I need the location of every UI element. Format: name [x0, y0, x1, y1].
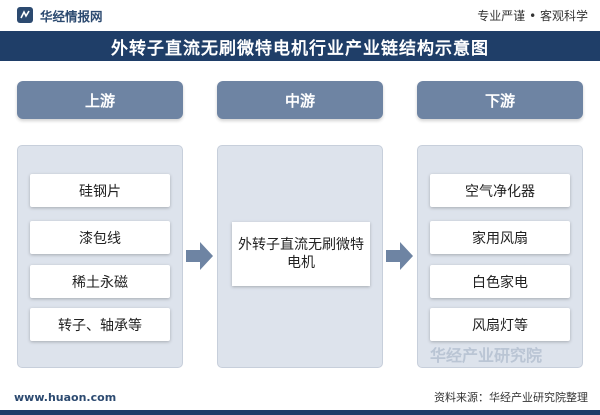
stage-header-downstream: 下游	[417, 81, 583, 119]
footer-divider	[0, 410, 600, 415]
data-source: 资料来源：华经产业研究院整理	[434, 391, 588, 404]
stage-header-midstream: 中游	[217, 81, 383, 119]
logo: 华经情报网	[16, 6, 103, 25]
downstream-item-household-fan: 家用风扇	[430, 221, 570, 254]
upstream-item-rotor-bearing: 转子、轴承等	[30, 308, 170, 341]
stage-header-upstream: 上游	[17, 81, 183, 119]
downstream-item-air-purifier: 空气净化器	[430, 174, 570, 207]
top-bar: 华经情报网 专业严谨 • 客观科学	[0, 0, 600, 30]
downstream-item-white-goods: 白色家电	[430, 265, 570, 298]
page-title: 外转子直流无刷微特电机行业产业链结构示意图	[0, 31, 600, 61]
upstream-panel: 硅钢片 漆包线 稀土永磁 转子、轴承等	[17, 145, 183, 368]
downstream-item-fan-lamp: 风扇灯等	[430, 308, 570, 341]
logo-icon	[17, 7, 33, 23]
upstream-item-rare-earth-magnet: 稀土永磁	[30, 265, 170, 298]
upstream-item-enameled-wire: 漆包线	[30, 221, 170, 254]
downstream-panel: 空气净化器 家用风扇 白色家电 风扇灯等	[417, 145, 583, 368]
upstream-item-silicon-steel: 硅钢片	[30, 174, 170, 207]
arrow-right-icon	[186, 242, 213, 270]
watermark: 华经产业研究院	[430, 346, 543, 365]
website-link[interactable]: www.huaon.com	[14, 390, 117, 404]
midstream-item-motor: 外转子直流无刷微特电机	[232, 222, 370, 286]
arrow-right-icon	[386, 242, 413, 270]
logo-text: 华经情报网	[40, 8, 103, 24]
midstream-panel: 外转子直流无刷微特电机	[217, 145, 383, 368]
slogan: 专业严谨 • 客观科学	[477, 8, 588, 23]
footer: www.huaon.com 资料来源：华经产业研究院整理	[0, 387, 600, 407]
